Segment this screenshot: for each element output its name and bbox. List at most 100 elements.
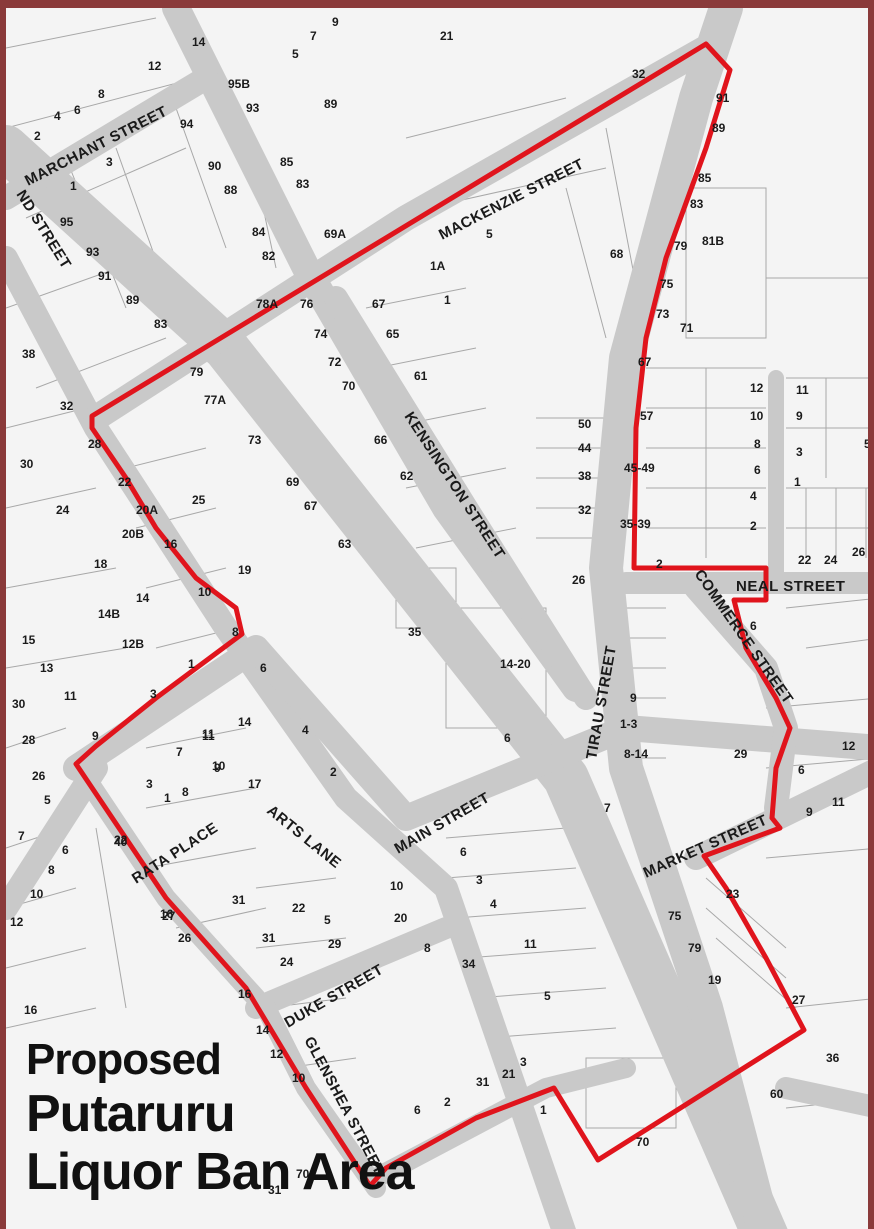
house-number-label: 8 — [98, 87, 105, 101]
house-number-label: 6 — [74, 103, 81, 117]
house-number-label: 8-14 — [624, 747, 648, 761]
house-number-label: 6 — [62, 843, 69, 857]
house-number-label: 5 — [544, 989, 551, 1003]
house-number-label: 90 — [208, 159, 222, 173]
house-number-label: 14 — [192, 35, 206, 49]
house-number-label: 4 — [750, 489, 757, 503]
house-number-label: 70 — [342, 379, 356, 393]
liquor-ban-map: MARCHANT STREET MACKENZIE STREET KENSING… — [6, 8, 868, 1229]
house-number-label: 89 — [324, 97, 338, 111]
house-number-label: 12 — [842, 739, 856, 753]
house-number-label: 31 — [262, 931, 276, 945]
house-number-label: 1 — [444, 293, 451, 307]
house-number-label: 10 — [292, 1071, 306, 1085]
house-number-label: 85 — [280, 155, 294, 169]
house-number-label: 27 — [792, 993, 806, 1007]
house-number-label: 83 — [296, 177, 310, 191]
house-number-label: 34 — [462, 957, 476, 971]
house-number-label: 26 — [178, 931, 192, 945]
house-number-label: 4 — [490, 897, 497, 911]
house-number-label: 4 — [54, 109, 61, 123]
house-number-label: 32 — [632, 67, 646, 81]
house-number-label: 89 — [126, 293, 140, 307]
house-number-label: 94 — [180, 117, 194, 131]
house-number-label: 23 — [726, 887, 740, 901]
house-number-label: 3 — [146, 777, 153, 791]
house-number-label: 70 — [296, 1167, 310, 1181]
house-number-label: 10 — [390, 879, 404, 893]
house-number-label: 10 — [30, 887, 44, 901]
house-number-label: 22 — [292, 901, 306, 915]
parcel-lines — [6, 17, 868, 1129]
house-number-label: 12 — [750, 381, 764, 395]
house-number-label: 31 — [232, 893, 246, 907]
house-number-label: 89 — [712, 121, 726, 135]
house-number-label: 14 — [256, 1023, 270, 1037]
house-number-label: 11 — [202, 729, 215, 743]
house-number-label: 35-39 — [620, 517, 651, 531]
liquor-ban-boundary — [73, 41, 807, 1189]
house-number-label: 1 — [540, 1103, 547, 1117]
house-number-label: 38 — [578, 469, 592, 483]
street-label-arts: ARTS LANE — [263, 802, 344, 872]
house-number-label: 2 — [444, 1095, 451, 1109]
house-number-label: 75 — [660, 277, 674, 291]
house-number-label: 28 — [88, 437, 102, 451]
house-number-label: 40 — [114, 835, 128, 849]
house-number-label: 11 — [832, 795, 845, 809]
house-number-label: 7 — [310, 29, 317, 43]
house-number-label: 18 — [94, 557, 108, 571]
house-number-label: 50 — [578, 417, 592, 431]
house-number-label: 2 — [750, 519, 757, 533]
house-number-label: 6 — [754, 463, 761, 477]
house-number-label: 12 — [270, 1047, 284, 1061]
house-number-label: 5 — [486, 227, 493, 241]
house-number-label: 77A — [204, 393, 226, 407]
house-number-label: 5 — [292, 47, 299, 61]
house-number-label: 9 — [630, 691, 637, 705]
house-number-label: 9 — [332, 15, 339, 29]
house-number-label: 79 — [190, 365, 204, 379]
house-number-label: 11 — [202, 727, 215, 741]
house-number-label: 16 — [164, 537, 178, 551]
house-number-label: 10 — [198, 585, 212, 599]
house-number-label: 7 — [604, 801, 611, 815]
house-number-label: 78A — [256, 297, 278, 311]
house-number-label: 1-3 — [620, 717, 638, 731]
house-number-label: 71 — [680, 321, 694, 335]
house-number-label: 91 — [716, 91, 730, 105]
house-number-label: 93 — [246, 101, 260, 115]
house-number-label: 3 — [796, 445, 803, 459]
house-number-label: 95B — [228, 77, 250, 91]
house-number-label: 8 — [182, 785, 189, 799]
house-number-label: 10 — [212, 759, 226, 773]
house-number-label: 36 — [826, 1051, 840, 1065]
house-number-label: 11 — [64, 689, 77, 703]
house-number-label: 73 — [248, 433, 262, 447]
house-number-label: 29 — [328, 937, 342, 951]
house-number-label: 9 — [796, 409, 803, 423]
house-number-label: 27 — [162, 909, 176, 923]
house-number-label: 26 — [32, 769, 46, 783]
house-number-label: 31 — [268, 1183, 282, 1197]
house-number-label: 3 — [106, 155, 113, 169]
house-number-label: 24 — [56, 503, 70, 517]
house-number-label: 28 — [22, 733, 36, 747]
house-number-label: 12B — [122, 637, 144, 651]
house-number-label: 20A — [136, 503, 158, 517]
house-number-label: 11 — [524, 937, 537, 951]
house-number-label: 38 — [22, 347, 36, 361]
house-number-label: 21 — [440, 29, 454, 43]
house-number-label: 73 — [656, 307, 670, 321]
house-number-label: 12 — [148, 59, 162, 73]
house-number-label: 14 — [238, 715, 252, 729]
house-number-label: 75 — [668, 909, 682, 923]
house-number-label: 35 — [408, 625, 422, 639]
house-number-label: 2 — [656, 557, 663, 571]
house-number-label: 8 — [754, 437, 761, 451]
title-line-ban-area: Liquor Ban Area — [26, 1143, 415, 1201]
house-number-label: 22 — [118, 475, 132, 489]
house-number-label: 79 — [674, 239, 688, 253]
house-number-label: 20 — [394, 911, 408, 925]
